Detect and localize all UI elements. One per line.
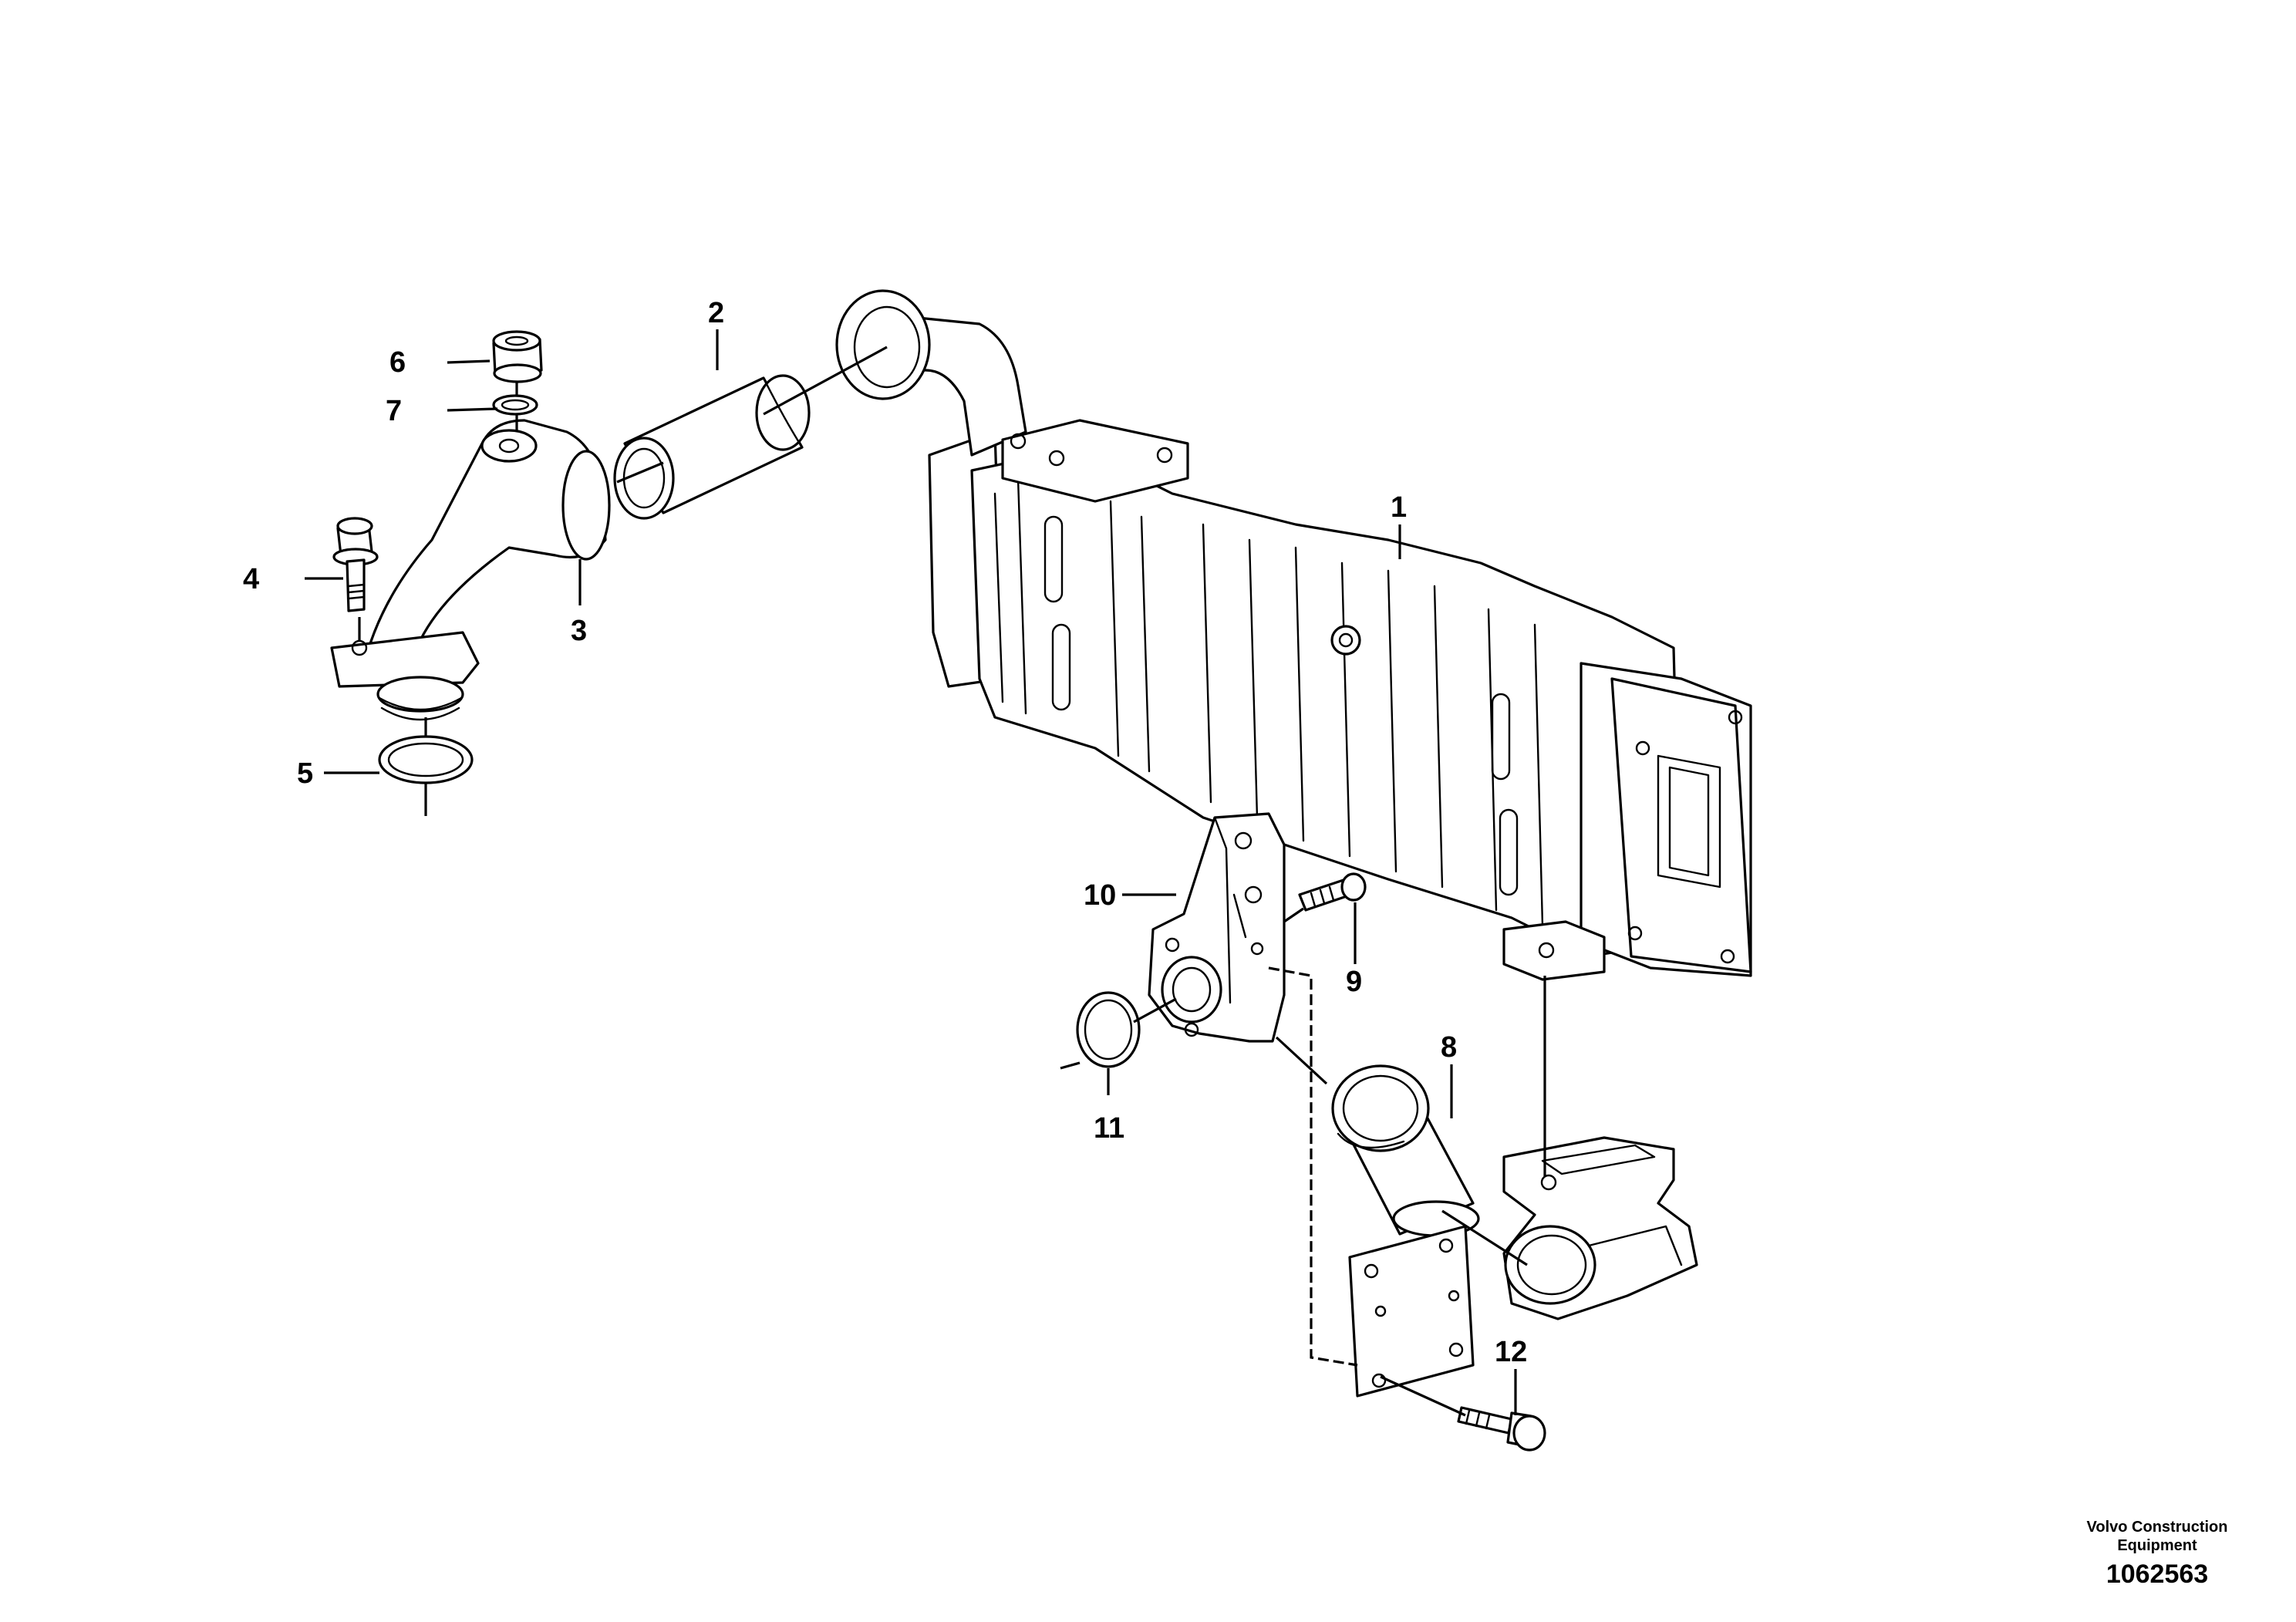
callout-6: 6: [389, 346, 406, 379]
callout-4: 4: [243, 563, 259, 595]
publisher-line-1: Volvo Construction: [2086, 1519, 2228, 1536]
pipe-sleeve-8: [1331, 1064, 1480, 1237]
seal-ring-7: [492, 394, 538, 416]
callout-12: 12: [1495, 1336, 1527, 1368]
callout-3: 3: [571, 615, 587, 647]
callout-9: 9: [1346, 966, 1362, 998]
publisher-line-2: Equipment: [2117, 1537, 2197, 1554]
thermostat-housing: [1148, 812, 1286, 1043]
o-ring-5: [378, 735, 474, 784]
bolt-12: [1457, 1406, 1546, 1452]
callout-10: 10: [1084, 879, 1116, 912]
publisher-label: Volvo Construction Equipment: [2072, 1518, 2242, 1555]
callout-8: 8: [1441, 1031, 1457, 1064]
connecting-pipe: [613, 374, 811, 520]
egr-cooler: [835, 289, 1752, 981]
plug-6: [492, 330, 543, 383]
leader-lines: [305, 329, 1546, 1417]
elbow-pipe: [330, 419, 611, 721]
gasket-plate: [1348, 1225, 1475, 1398]
callout-labels: 1 2 3 4 5 6 7 8 9 10 11 12: [243, 297, 1527, 1368]
outlet-elbow: [1502, 1136, 1698, 1320]
callout-11: 11: [1094, 1112, 1124, 1145]
callout-2: 2: [708, 297, 724, 329]
drawing-number: 1062563: [2106, 1560, 2209, 1589]
bolt-4: [332, 517, 379, 612]
ring-11: [1076, 991, 1141, 1068]
callout-1: 1: [1391, 491, 1407, 524]
callout-7: 7: [386, 395, 402, 427]
screw-9: [1298, 872, 1367, 912]
callout-5: 5: [297, 757, 313, 790]
